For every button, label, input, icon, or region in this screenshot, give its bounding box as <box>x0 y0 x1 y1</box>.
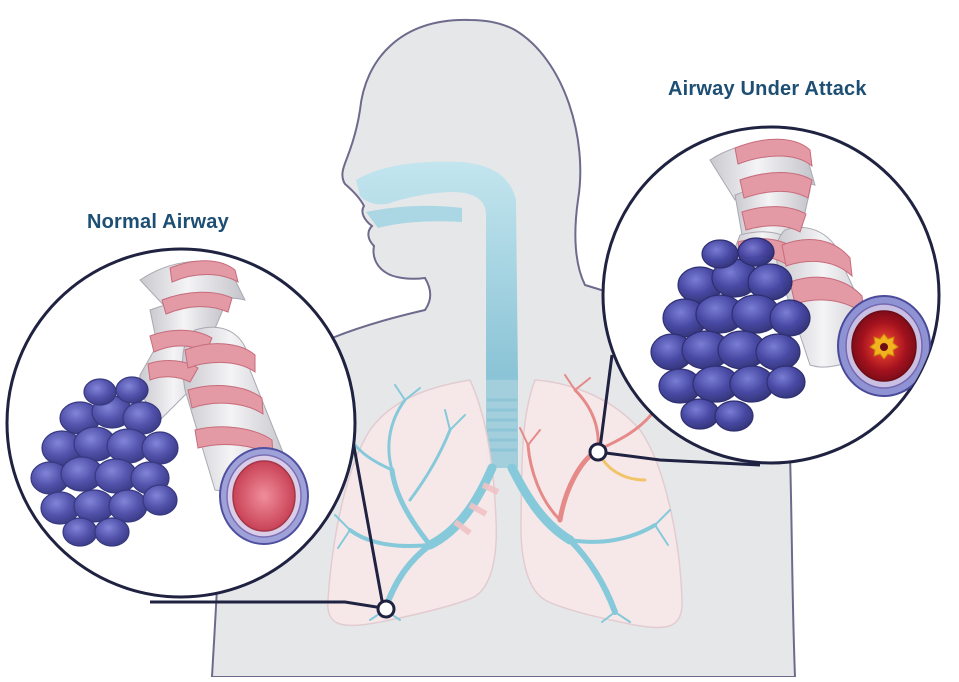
normal-airway-title: Normal Airway <box>87 211 229 234</box>
irritant-icon <box>870 334 898 359</box>
attack-airway-title: Airway Under Attack <box>668 78 867 101</box>
callout-point-attack <box>590 444 606 460</box>
normal-airway-inset <box>7 249 355 597</box>
attack-airway-inset <box>603 127 939 463</box>
callout-point-normal <box>378 601 394 617</box>
